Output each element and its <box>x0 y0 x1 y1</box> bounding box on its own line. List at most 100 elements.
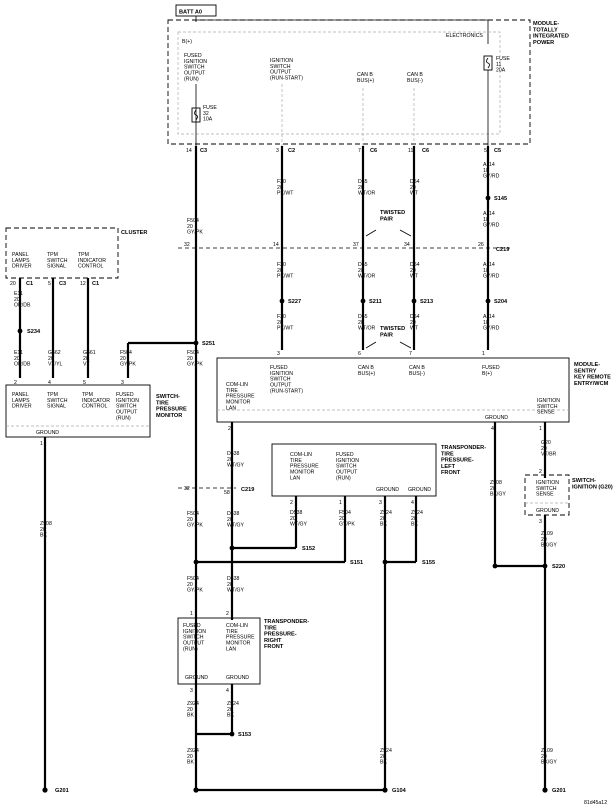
splice-s211: S211 <box>369 299 382 305</box>
pin-5: 5 <box>48 281 51 287</box>
pin-37: 37 <box>353 242 359 248</box>
splice-s213: S213 <box>420 299 433 305</box>
splice-dot <box>229 731 235 737</box>
electronics-label: ELECTRONICS <box>446 33 483 39</box>
pin-3: 3 <box>539 519 542 525</box>
pin-32: 32 <box>184 242 190 248</box>
splice-s251: S251 <box>202 341 215 347</box>
splice-dot <box>411 298 417 304</box>
pin-4: 4 <box>48 380 51 386</box>
pin-20: 20 <box>10 281 16 287</box>
connector-c6-a: C6 <box>370 148 377 154</box>
splice-dot <box>279 298 285 304</box>
pin-3: 3 <box>121 380 124 386</box>
batt-a0-label: BATT A0 <box>179 10 202 16</box>
ground-dot <box>42 787 48 793</box>
pin-3: 3 <box>277 351 280 357</box>
pin-5: 5 <box>484 148 487 154</box>
pin-26: 26 <box>478 242 484 248</box>
splice-s234: S234 <box>27 329 41 335</box>
pin-1: 1 <box>190 611 193 617</box>
splice-s204: S204 <box>494 299 508 305</box>
pin-1: 1 <box>482 351 485 357</box>
tire-lf-ground-4: GROUND <box>408 487 431 493</box>
connector-c1: C1 <box>26 281 33 287</box>
pin-4: 4 <box>226 688 229 694</box>
ground-dot <box>542 787 548 793</box>
pin-2: 2 <box>539 469 542 475</box>
ground-g201: G201 <box>55 788 69 794</box>
pin-3: 3 <box>379 500 382 506</box>
connector-c2: C2 <box>288 148 295 154</box>
splice-dot <box>542 563 548 569</box>
tire-lf-ground-3: GROUND <box>376 487 399 493</box>
connector-c219: C219 <box>496 247 509 253</box>
pin-3: 3 <box>276 148 279 154</box>
ign-switch-ground: GROUND <box>536 508 559 514</box>
splice-s227: S227 <box>288 299 301 305</box>
pin-7: 7 <box>358 148 361 154</box>
splice-s153: S153 <box>238 732 251 738</box>
splice-dot <box>193 559 199 565</box>
connector-c5: C5 <box>494 148 501 154</box>
bplus-label: B(+) <box>182 39 192 45</box>
switch-ground-label: GROUND <box>36 430 59 436</box>
splice-dot <box>382 559 388 565</box>
splice-dot <box>492 563 498 569</box>
pin-12: 12 <box>80 281 86 287</box>
ground-dot <box>193 787 199 793</box>
splice-s151: S151 <box>350 560 363 566</box>
ground-g104: G104 <box>392 788 407 794</box>
pin-32: 32 <box>184 486 190 492</box>
